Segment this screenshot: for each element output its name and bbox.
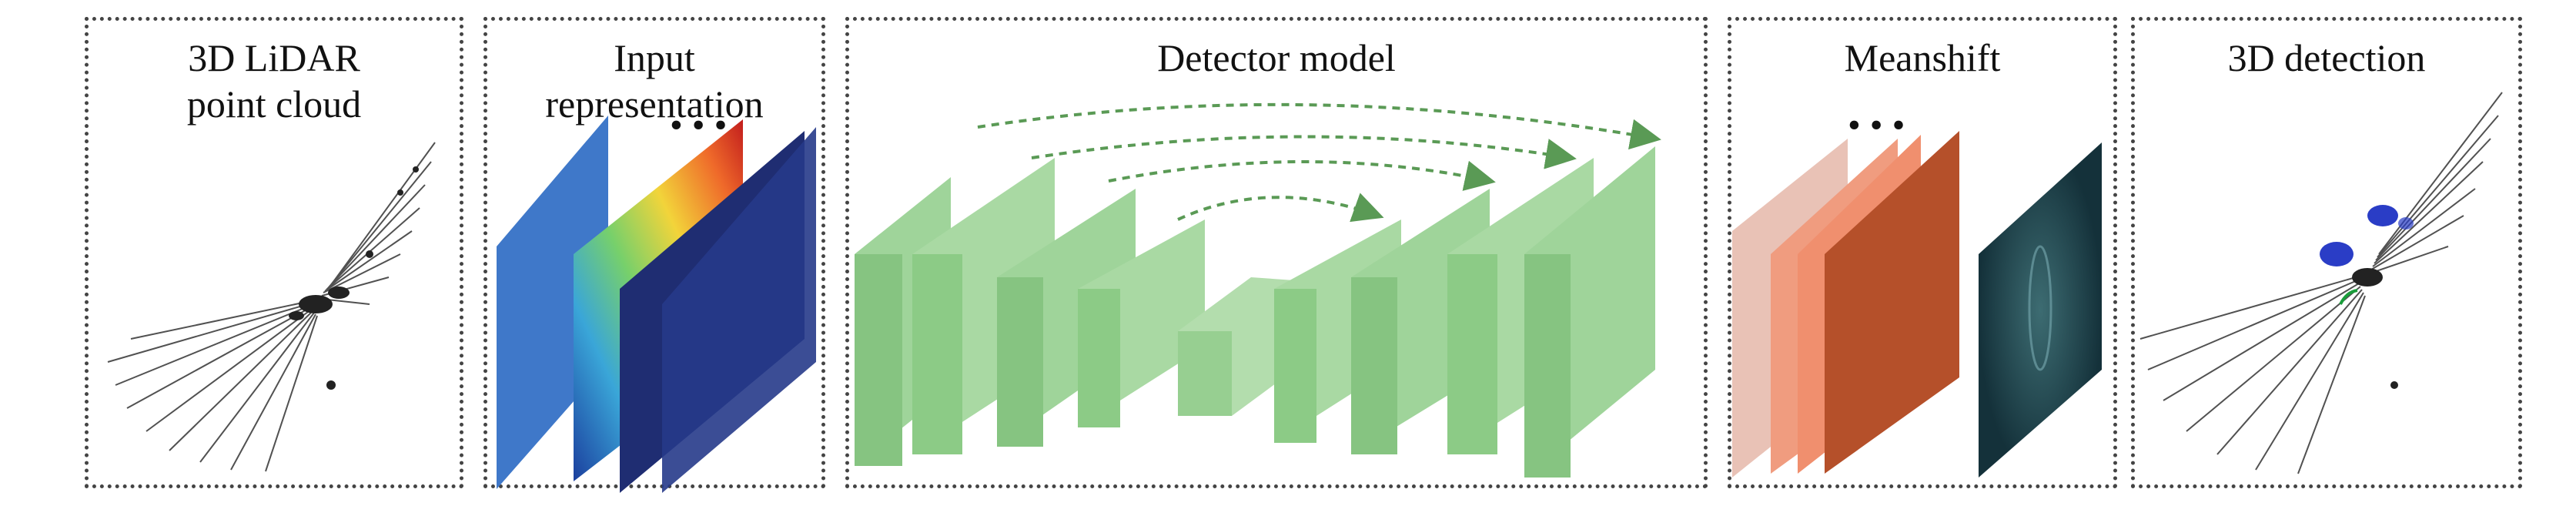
detection-box-3 bbox=[2398, 217, 2414, 230]
blue-map bbox=[497, 116, 608, 489]
panel-detector-model: Detector model bbox=[845, 17, 1708, 488]
enc-block-4 bbox=[1078, 219, 1205, 427]
skip-arrow-4 bbox=[1177, 193, 1384, 223]
ellipsis-meanshift: • • • bbox=[1848, 105, 1905, 146]
skip-arrow-2 bbox=[1031, 135, 1577, 169]
skip-arrow-3 bbox=[1108, 160, 1496, 191]
detected-objects bbox=[2320, 205, 2414, 389]
detection-point-cloud-graphic bbox=[2139, 92, 2503, 474]
dark-density-map bbox=[1979, 142, 2102, 478]
panel-title-detection: 3D detection bbox=[2227, 36, 2426, 79]
detector-blocks bbox=[855, 146, 1655, 478]
panel-3d-detection: 3D detection bbox=[2131, 17, 2522, 488]
panel-lidar-point-cloud: 3D LiDAR point cloud bbox=[85, 17, 463, 488]
bottleneck-block bbox=[1178, 277, 1305, 416]
panel-meanshift: Meanshift bbox=[1728, 17, 2117, 488]
detection-box-1 bbox=[2320, 242, 2354, 266]
enc-block-3 bbox=[997, 189, 1136, 447]
panel-title-input: Input representation bbox=[545, 36, 764, 126]
ellipsis-input: • • • bbox=[670, 105, 727, 146]
skip-connection-arrows bbox=[977, 102, 1661, 223]
lidar-cluster bbox=[289, 166, 419, 390]
input-feature-maps: • • • bbox=[497, 105, 816, 493]
panel-title-lidar: 3D LiDAR point cloud bbox=[186, 36, 362, 126]
panel-input-representation: Input representation bbox=[483, 17, 825, 488]
rust-map bbox=[1825, 131, 1959, 474]
meanshift-maps: • • • bbox=[1732, 105, 2102, 478]
detection-box-2 bbox=[2367, 205, 2398, 226]
dec-block-4 bbox=[1524, 146, 1655, 478]
navy-map-2 bbox=[662, 127, 816, 493]
skip-arrow-1 bbox=[977, 102, 1661, 150]
panel-title-meanshift: Meanshift bbox=[1844, 36, 2001, 79]
panel-title-detector: Detector model bbox=[1157, 36, 1396, 79]
lidar-point-cloud-graphic bbox=[107, 142, 436, 472]
